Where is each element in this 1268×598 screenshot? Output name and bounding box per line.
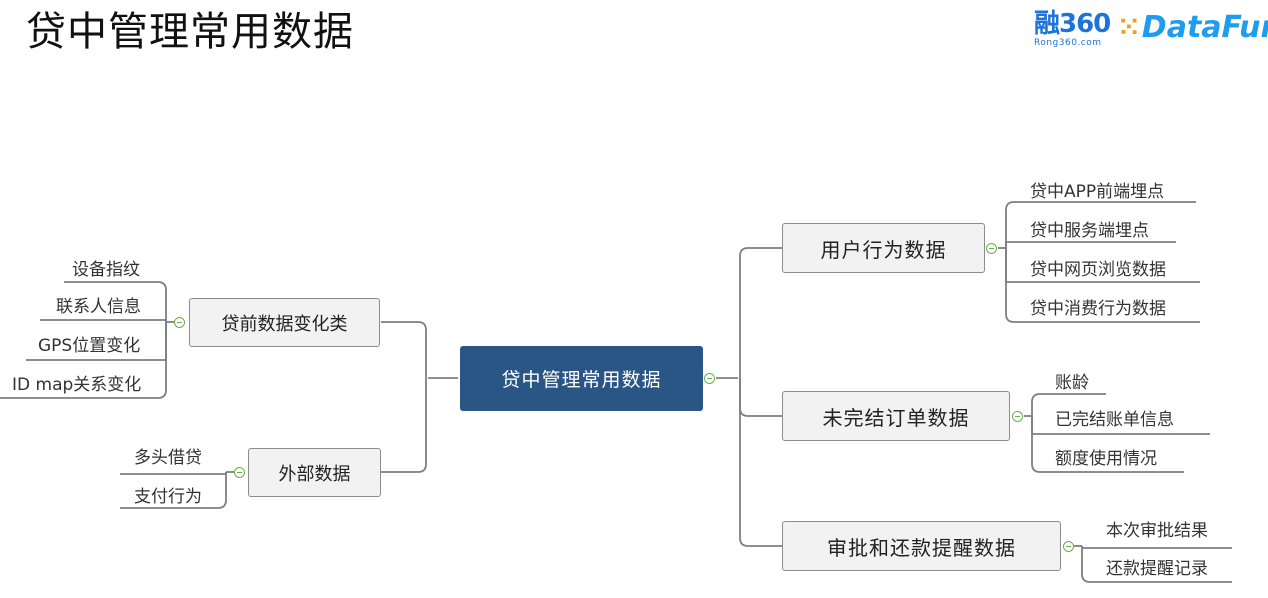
leaf-idmap-change[interactable]: ID map关系变化 [12, 375, 142, 395]
connector-b1-leaf1 [1005, 201, 1196, 248]
connector-right-mid [739, 378, 782, 417]
connector-left-spine-bottom [381, 378, 427, 473]
connector-right-bottom [739, 378, 782, 547]
collapse-toggle-icon[interactable] [704, 373, 715, 384]
leaf-device-fingerprint[interactable]: 设备指纹 [72, 260, 140, 280]
page-title: 贷中管理常用数据 [26, 9, 354, 55]
connector-l1-leaf2 [40, 319, 167, 322]
connector-group [0, 201, 1232, 583]
connector-l1-leaf1 [64, 281, 167, 322]
connector-l2-leaf2 [120, 472, 227, 509]
leaf-server-tracking[interactable]: 贷中服务端埋点 [1030, 221, 1149, 241]
rong360-logo: 融360 Rong360.com [1034, 9, 1111, 48]
rong360-logo-url: Rong360.com [1034, 38, 1102, 48]
collapse-toggle-icon[interactable] [234, 467, 245, 478]
connector-b2-leaf3 [1031, 416, 1184, 473]
collapse-toggle-icon[interactable] [986, 243, 997, 254]
connector-b3-leaf1 [1081, 546, 1232, 549]
leaf-closed-bills[interactable]: 已完结账单信息 [1055, 410, 1174, 430]
connector-b1-leaf2 [1005, 241, 1176, 248]
connector-right-spine [739, 247, 782, 378]
branch-external-data[interactable]: 外部数据 [248, 448, 381, 497]
mindmap-root[interactable]: 贷中管理常用数据 [460, 346, 703, 411]
branch-open-orders[interactable]: 未完结订单数据 [782, 391, 1010, 441]
branch-approval-reminder[interactable]: 审批和还款提醒数据 [782, 521, 1061, 571]
leaf-multi-lending[interactable]: 多头借贷 [134, 448, 202, 468]
leaf-credit-usage[interactable]: 额度使用情况 [1055, 449, 1157, 469]
leaf-account-age[interactable]: 账龄 [1055, 373, 1089, 393]
leaf-approval-result[interactable]: 本次审批结果 [1106, 521, 1208, 541]
datafun-logo: ⁙DataFun. [1118, 10, 1268, 46]
leaf-app-tracking[interactable]: 贷中APP前端埋点 [1030, 182, 1165, 202]
connector-l2-leaf1 [120, 472, 227, 475]
datafun-logo-text: DataFun. [1141, 10, 1268, 45]
leaf-contacts[interactable]: 联系人信息 [56, 297, 141, 317]
leaf-reminder-record[interactable]: 还款提醒记录 [1106, 559, 1208, 579]
connector-b2-leaf1 [1031, 393, 1106, 416]
leaf-consumption[interactable]: 贷中消费行为数据 [1030, 299, 1166, 319]
connector-left-spine-top [381, 321, 427, 378]
leaf-payment-behavior[interactable]: 支付行为 [134, 487, 202, 507]
rong360-logo-mark: 融360 [1034, 9, 1111, 39]
leaf-gps-change[interactable]: GPS位置变化 [38, 336, 141, 356]
collapse-toggle-icon[interactable] [1012, 411, 1023, 422]
connector-b3-leaf2 [1081, 546, 1232, 583]
leaf-web-browsing[interactable]: 贷中网页浏览数据 [1030, 260, 1166, 280]
collapse-toggle-icon[interactable] [1063, 541, 1074, 552]
branch-preloan-changes[interactable]: 贷前数据变化类 [189, 298, 380, 347]
connector-l1-leaf4 [0, 322, 167, 399]
connector-b1-leaf4 [1005, 248, 1200, 323]
collapse-toggle-icon[interactable] [174, 317, 185, 328]
branch-user-behavior[interactable]: 用户行为数据 [782, 223, 985, 273]
datafun-dots-icon: ⁙ [1118, 13, 1140, 43]
